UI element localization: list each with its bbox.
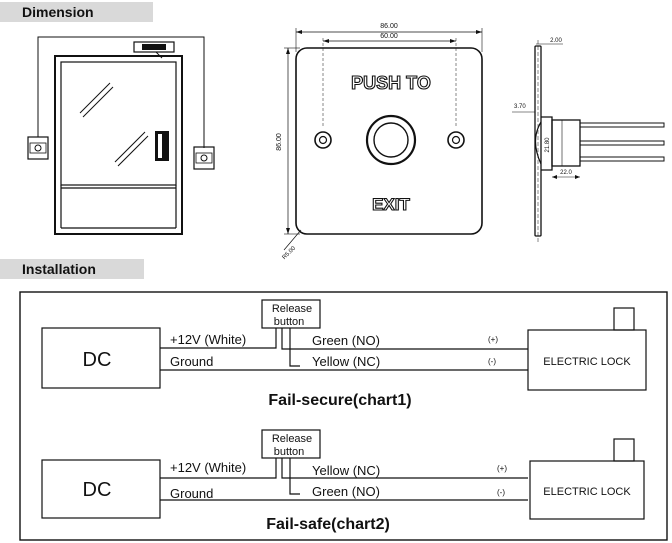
wire-a-1 bbox=[281, 328, 528, 350]
door-diagram bbox=[27, 36, 215, 235]
installation-section-header: Installation bbox=[0, 259, 144, 279]
wire-b-label-1: Yellow (NC) bbox=[312, 354, 380, 369]
electric-lock-box-1 bbox=[527, 329, 647, 391]
door-frame bbox=[54, 55, 183, 235]
left-wall-box bbox=[27, 136, 49, 160]
lock-label-1: ELECTRIC LOCK bbox=[543, 356, 631, 368]
wire-12v-2 bbox=[160, 458, 277, 479]
chart1-wiring: DC Release button +12V (White) Ground Gr… bbox=[41, 299, 647, 409]
release-label-1a: Release bbox=[272, 303, 312, 315]
dc-box-2 bbox=[41, 459, 161, 519]
door-glass bbox=[60, 61, 177, 186]
wire-ground-label-2: Ground bbox=[170, 486, 213, 501]
screw-hole-right bbox=[447, 131, 465, 149]
push-button-outer bbox=[365, 114, 417, 166]
wire-ground-label-1: Ground bbox=[170, 354, 213, 369]
wire-12v-label-2: +12V (White) bbox=[170, 460, 246, 475]
lock-label-2: ELECTRIC LOCK bbox=[543, 486, 631, 498]
lock-bolt-2 bbox=[613, 438, 635, 462]
wire-a-label-2: Yellow (NC) bbox=[312, 463, 380, 478]
height-dim: 86.00 bbox=[276, 133, 283, 151]
lock-bolt-1 bbox=[613, 307, 635, 331]
wire-b-label-2: Green (NO) bbox=[312, 484, 380, 499]
side-top-dim: 2.00 bbox=[550, 38, 562, 44]
door-wiring bbox=[37, 36, 205, 148]
wire-12v-label-1: +12V (White) bbox=[170, 332, 246, 347]
release-label-2b: button bbox=[274, 446, 305, 458]
screw-hole-left bbox=[314, 131, 332, 149]
side-left-dim: 3.70 bbox=[514, 104, 526, 110]
front-plate-drawing: 86.00 60.00 86.00 PUSH TO EXIT R5.00 bbox=[276, 23, 483, 261]
door-closer bbox=[133, 41, 175, 53]
front-plate bbox=[295, 47, 483, 235]
release-button-box-2 bbox=[261, 429, 321, 459]
terminal-3 bbox=[579, 156, 665, 162]
polarity-minus-1: (-) bbox=[488, 357, 496, 366]
dc-label-1: DC bbox=[83, 349, 112, 371]
electric-lock-box-2 bbox=[529, 460, 645, 520]
side-bottom-dim: 22.0 bbox=[560, 170, 572, 176]
polarity-plus-2: (+) bbox=[497, 464, 507, 473]
polarity-minus-2: (-) bbox=[497, 488, 505, 497]
polarity-plus-1: (+) bbox=[488, 335, 498, 344]
overall-width-dim: 86.00 bbox=[380, 23, 398, 30]
wire-12v-1 bbox=[160, 328, 277, 349]
dc-box-1 bbox=[41, 327, 161, 389]
chart2-caption: Fail-safe(chart2) bbox=[266, 516, 390, 533]
terminal-2 bbox=[579, 140, 665, 146]
dc-label-2: DC bbox=[83, 479, 112, 501]
chart1-caption: Fail-secure(chart1) bbox=[268, 392, 411, 409]
release-button-box-1 bbox=[261, 299, 321, 329]
side-view-drawing: 2.00 3.70 21.80 22.0 bbox=[512, 38, 665, 242]
exit-label: EXIT bbox=[372, 195, 410, 214]
switch-body bbox=[551, 119, 581, 167]
corner-radius-dim: R5.00 bbox=[282, 245, 298, 261]
release-label-2a: Release bbox=[272, 433, 312, 445]
release-label-1b: button bbox=[274, 316, 305, 328]
side-body-dim: 21.80 bbox=[545, 137, 551, 153]
push-button-inner bbox=[373, 122, 409, 158]
terminal-1 bbox=[579, 122, 665, 128]
right-wall-box bbox=[193, 146, 215, 170]
chart2-wiring: DC Release button +12V (White) Ground Ye… bbox=[41, 429, 645, 533]
wire-a-label-1: Green (NO) bbox=[312, 333, 380, 348]
hole-spacing-dim: 60.00 bbox=[380, 33, 398, 40]
dimension-section-header: Dimension bbox=[0, 2, 153, 22]
wire-a-2 bbox=[281, 458, 528, 479]
push-to-label: PUSH TO bbox=[351, 73, 431, 93]
installation-frame bbox=[19, 291, 668, 541]
